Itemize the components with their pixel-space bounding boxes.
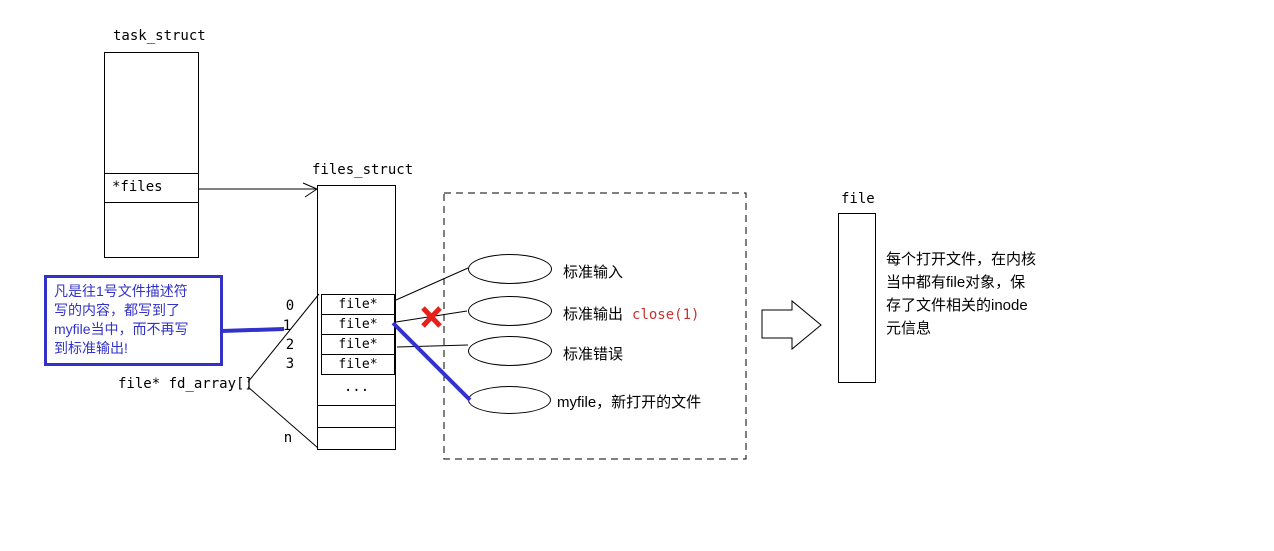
- fd2-to-stderr-line: [396, 344, 469, 348]
- task-struct-title: task_struct: [113, 28, 206, 44]
- task-struct-row-divider-top: [105, 173, 198, 174]
- stdout-label: 标准输出: [563, 306, 624, 323]
- fd-array-cell-2: file*: [321, 334, 395, 355]
- fd-array-cell-1: file*: [321, 314, 395, 335]
- files-struct-title: files_struct: [312, 162, 414, 178]
- stdin-ellipse: [468, 254, 552, 284]
- file-object-title: file: [841, 191, 875, 207]
- fd-index-2: 2: [285, 337, 295, 353]
- close-call-label: close(1): [632, 307, 700, 323]
- files-pointer-field: *files: [112, 179, 163, 195]
- stdout-ellipse: [468, 296, 552, 326]
- fd-array-divider-1: [318, 405, 395, 406]
- fd-array-divider-2: [318, 427, 395, 428]
- note-pointer-line: [221, 327, 285, 333]
- task-struct-box: *files: [104, 52, 199, 258]
- files-struct-box: file* file* file* file* ...: [317, 185, 396, 450]
- fd0-to-stdin-line: [395, 267, 469, 301]
- annotation-note: 凡是往1号文件描述符 写的内容，都写到了 myfile当中，而不再写 到标准输出…: [44, 275, 223, 366]
- close-x-icon: [421, 306, 442, 328]
- fd-array-label: file* fd_array[]: [118, 376, 253, 392]
- fd-index-n: n: [283, 430, 293, 446]
- fd1-to-myfile-line: [391, 321, 472, 402]
- fd-index-3: 3: [285, 356, 295, 372]
- fd-array-ellipsis-cell: ...: [343, 379, 370, 395]
- block-arrow-right-icon: [761, 299, 822, 351]
- fd1-to-stdout-line: [395, 310, 468, 323]
- task-struct-row-divider-bottom: [105, 202, 198, 203]
- myfile-label: myfile，新打开的文件: [557, 394, 702, 411]
- dashed-group-box: [443, 192, 747, 460]
- fd-array-cell-0: file*: [321, 294, 395, 315]
- fd-array-cell-3: file*: [321, 354, 395, 375]
- fd-index-0: 0: [285, 298, 295, 314]
- stdout-label-row: 标准输出 close(1): [563, 303, 699, 324]
- stderr-ellipse: [468, 336, 552, 366]
- files-pointer-arrowhead-icon: [302, 182, 318, 198]
- stderr-label: 标准错误: [563, 346, 624, 363]
- file-object-description: 每个打开文件，在内核 当中都有file对象，保 存了文件相关的inode 元信息: [886, 251, 1037, 337]
- fd-index-1: 1: [282, 318, 292, 334]
- file-object-box: [838, 213, 876, 383]
- myfile-ellipse: [468, 386, 551, 414]
- stdin-label: 标准输入: [563, 264, 624, 281]
